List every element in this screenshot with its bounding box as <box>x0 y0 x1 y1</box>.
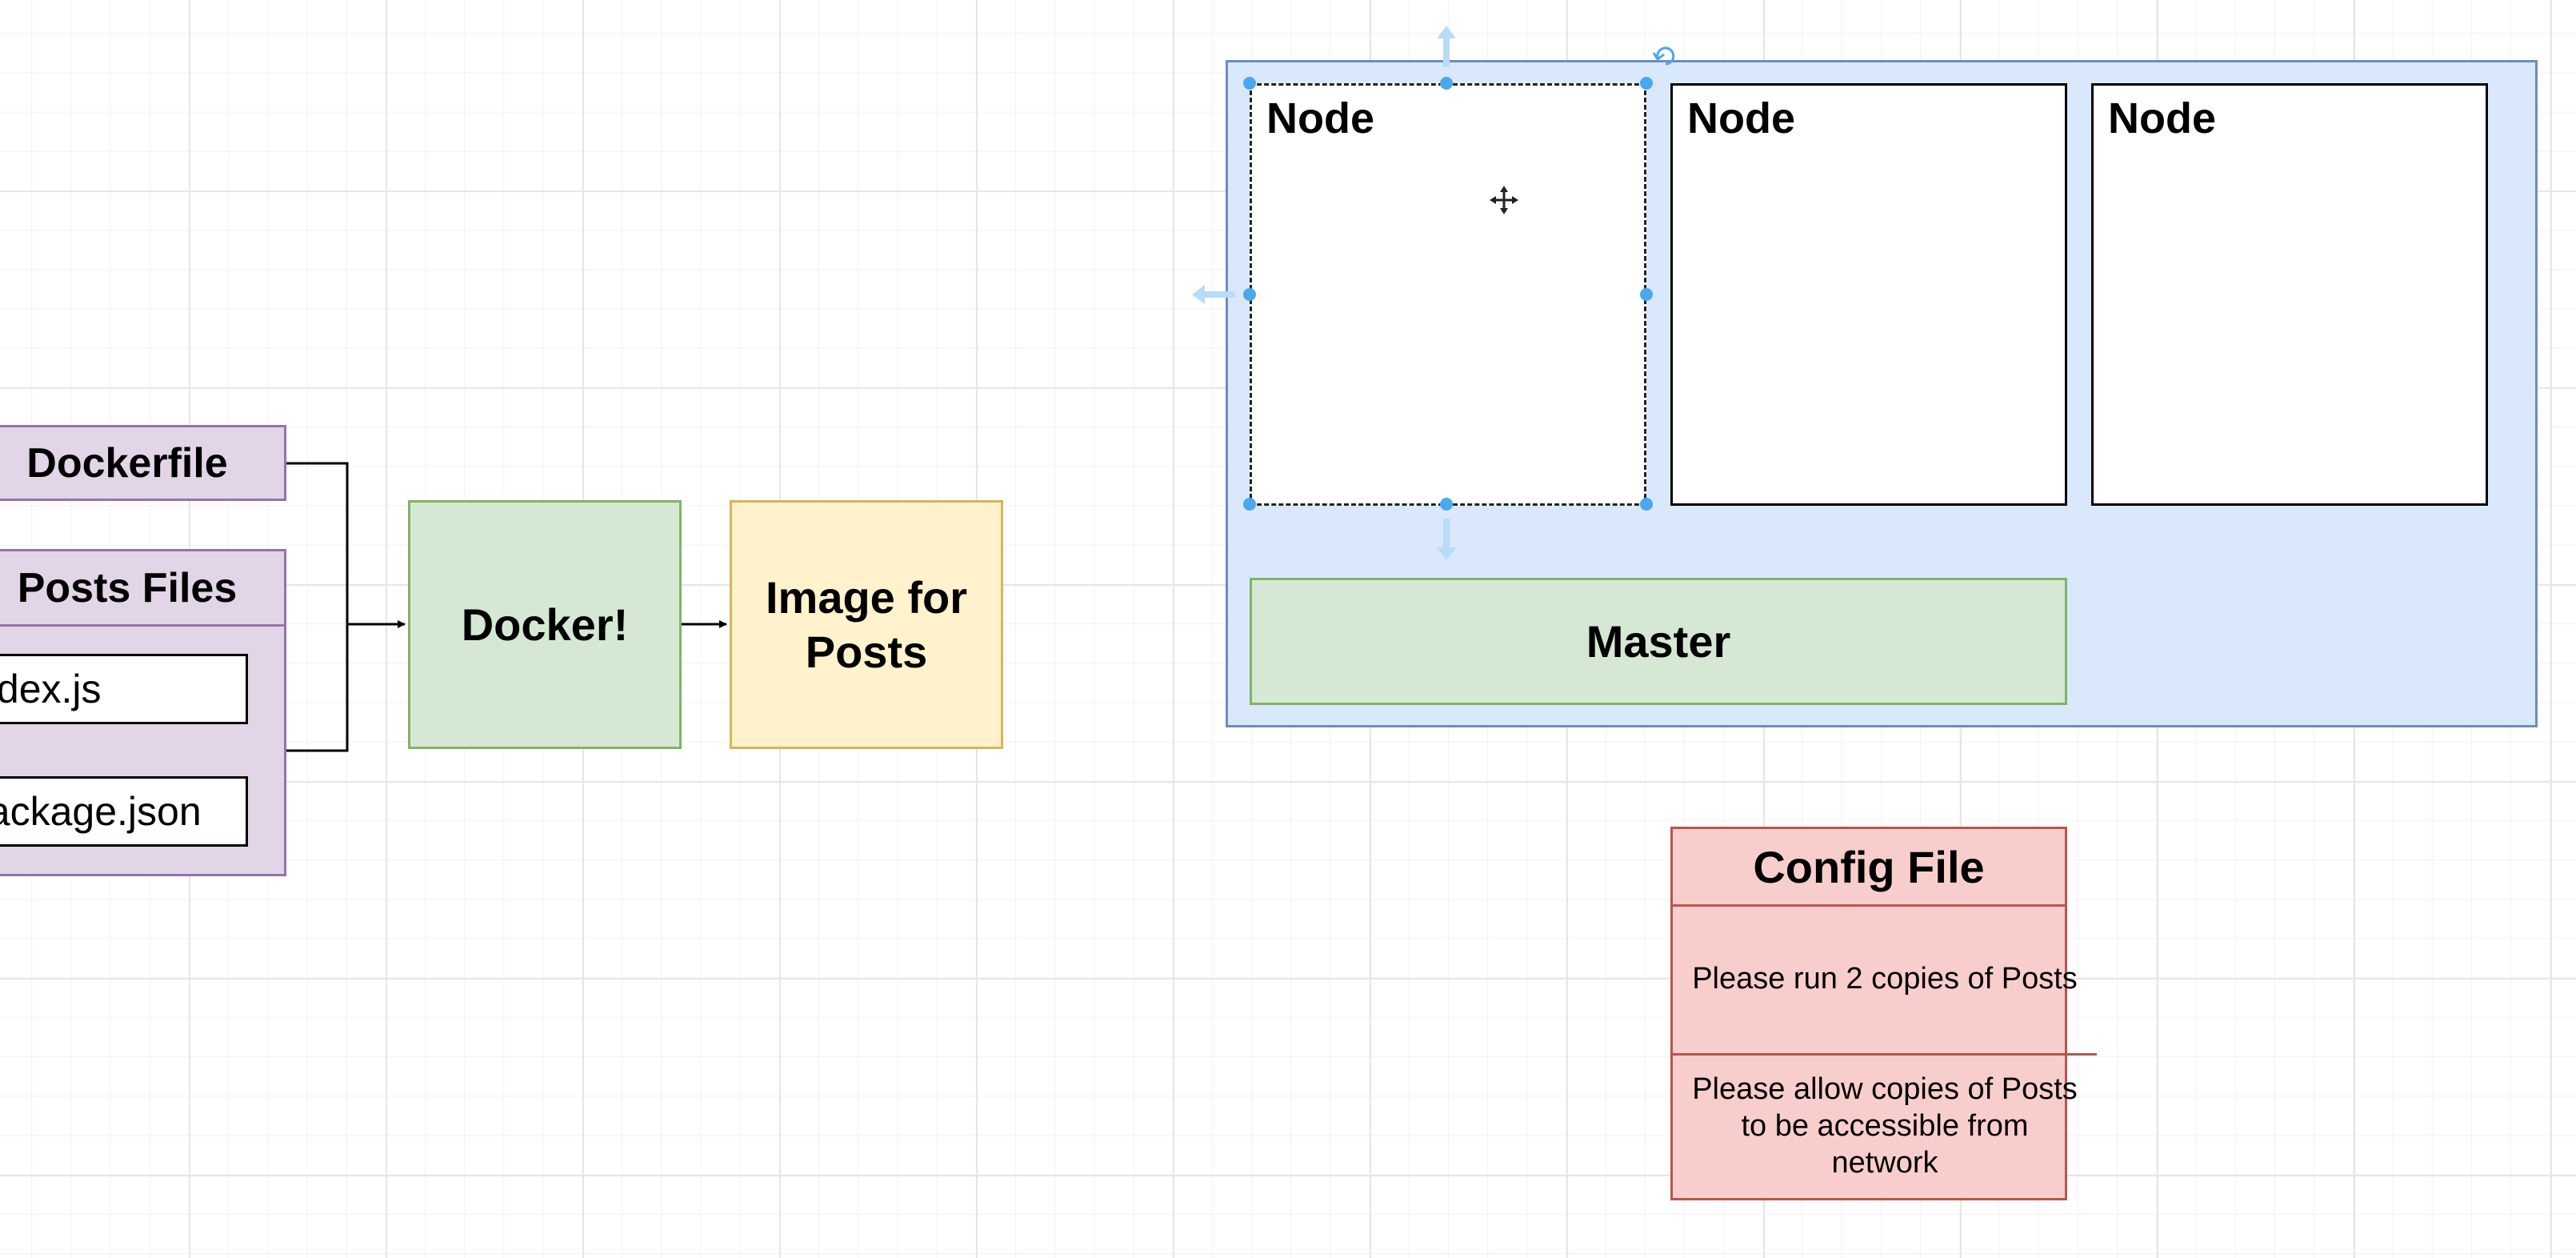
node-box[interactable]: Node <box>1670 83 2067 506</box>
resize-handle[interactable] <box>1440 498 1453 511</box>
resize-handle[interactable] <box>1640 77 1653 90</box>
master-box[interactable]: Master <box>1250 578 2067 705</box>
node-box-selected[interactable]: Node <box>1250 83 1646 506</box>
docker-label: Docker! <box>461 599 629 650</box>
config-file-title: Config File <box>1673 829 2065 907</box>
config-item[interactable]: Please allow copies of Posts to be acces… <box>1673 1053 2097 1198</box>
resize-handle[interactable] <box>1640 288 1653 301</box>
config-file-box[interactable]: Config File Please run 2 copies of Posts… <box>1670 827 2097 1200</box>
master-label: Master <box>1586 616 1731 667</box>
rotate-icon[interactable] <box>1652 46 1675 66</box>
resize-handle[interactable] <box>1243 77 1256 90</box>
dockerfile-box[interactable]: Dockerfile <box>0 425 286 501</box>
file-item-package-json[interactable]: package.json <box>0 776 248 847</box>
node-label: Node <box>2108 94 2216 142</box>
node-label: Node <box>1266 94 1374 142</box>
arrow-up-icon[interactable] <box>1437 26 1456 67</box>
image-for-posts-box[interactable]: Image for Posts <box>730 500 1003 749</box>
file-item-label: package.json <box>0 789 202 834</box>
connector-dockerfile[interactable] <box>286 462 349 752</box>
image-label: Image for Posts <box>765 571 968 677</box>
config-item-text: Please allow copies of Posts to be acces… <box>1692 1072 2078 1180</box>
dockerfile-label: Dockerfile <box>26 439 228 487</box>
arrow-down-icon[interactable] <box>1437 519 1456 560</box>
resize-handle[interactable] <box>1640 498 1653 511</box>
config-item[interactable]: Please run 2 copies of Posts <box>1673 904 2097 1056</box>
node-box[interactable]: Node <box>2091 83 2488 506</box>
move-cursor-icon <box>1490 186 1518 214</box>
file-item-index-js[interactable]: index.js <box>0 654 248 724</box>
posts-files-header: Posts Files <box>0 551 284 627</box>
node-label: Node <box>1687 94 1795 142</box>
selection-handles[interactable] <box>1243 77 1653 511</box>
file-item-label: index.js <box>0 667 102 711</box>
resize-handle[interactable] <box>1440 77 1453 90</box>
config-title-text: Config File <box>1753 841 1985 892</box>
resize-handle[interactable] <box>1243 288 1256 301</box>
arrow-left-icon[interactable] <box>1192 285 1235 304</box>
connect-arrow-icons[interactable] <box>1192 26 1456 560</box>
docker-box[interactable]: Docker! <box>408 500 682 749</box>
resize-handle[interactable] <box>1243 498 1256 511</box>
posts-files-label: Posts Files <box>17 564 238 611</box>
config-item-text: Please run 2 copies of Posts <box>1692 961 2078 996</box>
